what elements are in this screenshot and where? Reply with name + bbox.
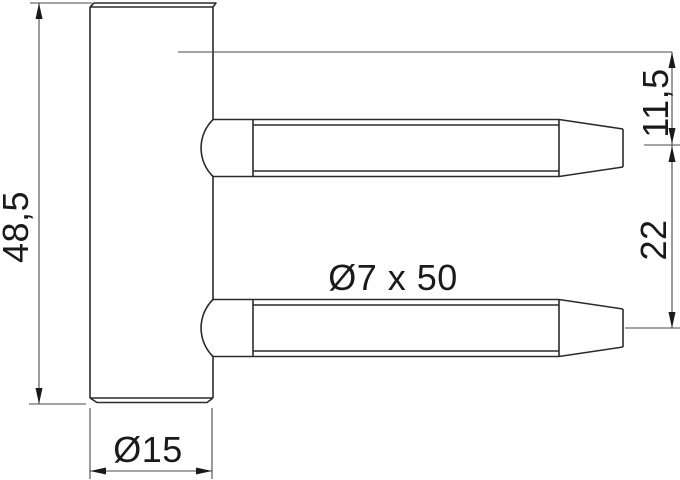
dim-diameter-extension-lines [89, 408, 213, 479]
label-pin-size: Ø7 x 50 [328, 257, 458, 298]
top-pin [200, 118, 624, 178]
top-pin-tapered-tip [558, 118, 624, 178]
dim-diameter-arrow-right [196, 467, 212, 475]
dim-offset-arrow-up [668, 52, 676, 68]
label-body-height: 48,5 [0, 191, 36, 263]
dim-diameter-arrow-left [90, 467, 106, 475]
dimension-pin-offset: 11,5 [178, 51, 680, 146]
hinge-body-top-chamfer [89, 2, 217, 8]
bottom-pin [200, 298, 624, 358]
hinge-body [89, 2, 217, 404]
hinge-body-outline [89, 6, 214, 399]
label-pin-spacing: 22 [633, 219, 674, 260]
dim-spacing-arrow-up [668, 146, 676, 162]
dimension-body-height: 48,5 [0, 2, 92, 405]
label-body-diameter: Ø15 [113, 429, 183, 470]
dim-spacing-arrow-down [668, 312, 676, 328]
label-pin-offset: 11,5 [635, 68, 676, 137]
hinge-body-bottom-chamfer [89, 397, 214, 404]
dim-offset-arrow-down [668, 128, 676, 144]
bottom-pin-dome-head [200, 298, 214, 358]
top-pin-thread-lines [253, 124, 559, 172]
dim-height-arrow-up [35, 3, 43, 19]
bottom-pin-thread-lines [253, 304, 559, 352]
top-pin-shaft-outline [213, 118, 560, 178]
bottom-pin-tapered-tip [558, 298, 624, 358]
bottom-pin-shaft-outline [213, 298, 560, 358]
top-pin-dome-head [200, 118, 214, 178]
dim-height-arrow-down [35, 388, 43, 404]
dimension-body-diameter: Ø15 [89, 408, 213, 479]
dimension-pin-spacing: 22 [625, 145, 680, 329]
